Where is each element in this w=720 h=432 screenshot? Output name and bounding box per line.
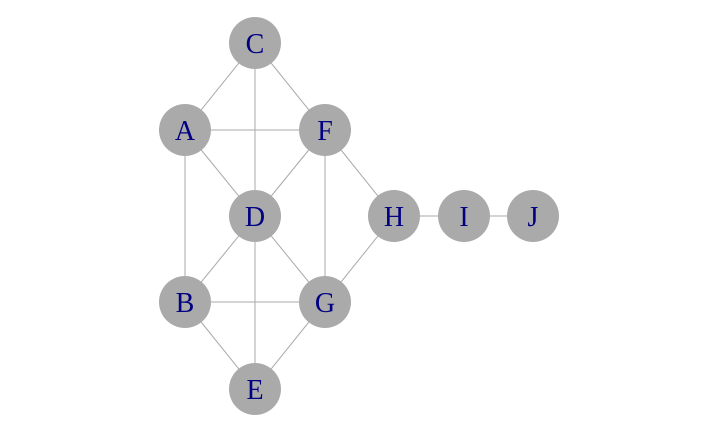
node-circle [368,190,420,242]
node-circle [229,190,281,242]
node-circle [229,17,281,69]
node-label: E [246,375,263,406]
node-label: A [175,116,196,147]
node-circle [438,190,490,242]
node-circle [507,190,559,242]
node-label: J [528,202,539,233]
node-j: J [507,190,559,242]
node-label: C [246,29,265,60]
node-f: F [299,104,351,156]
node-circle [159,276,211,328]
node-b: B [159,276,211,328]
node-g: G [299,276,351,328]
node-h: H [368,190,420,242]
node-label: H [384,202,404,233]
node-circle [299,104,351,156]
node-e: E [229,363,281,415]
node-circle [229,363,281,415]
node-circle [159,104,211,156]
node-label: D [245,202,265,233]
nodes-layer: A B C D E F G H I J [159,17,559,415]
node-i: I [438,190,490,242]
node-label: G [315,288,335,319]
node-c: C [229,17,281,69]
node-label: I [459,202,468,233]
node-d: D [229,190,281,242]
node-a: A [159,104,211,156]
node-label: B [176,288,195,319]
node-label: F [317,116,333,147]
node-circle [299,276,351,328]
